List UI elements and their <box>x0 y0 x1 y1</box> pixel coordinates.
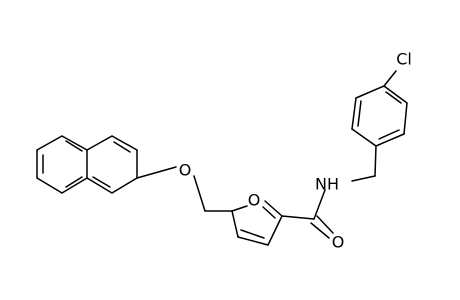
bond <box>136 166 177 179</box>
naphthalene-ring <box>36 135 138 194</box>
bond <box>351 97 357 130</box>
bond <box>113 141 131 153</box>
furan-ring <box>204 200 283 246</box>
bond <box>374 145 377 177</box>
bond <box>237 236 269 246</box>
bond <box>111 177 138 194</box>
bond <box>86 135 113 151</box>
bond <box>357 100 362 127</box>
bond <box>267 215 283 246</box>
bond <box>111 135 138 151</box>
chlorine-label: Cl <box>396 50 412 69</box>
bond <box>65 140 83 152</box>
amide-nitrogen-label: NH <box>315 175 339 194</box>
bond <box>86 177 113 194</box>
bond <box>351 128 377 147</box>
bond <box>385 91 402 104</box>
bond <box>61 135 88 151</box>
bond <box>193 175 206 212</box>
bond <box>240 229 265 239</box>
bond <box>61 177 88 194</box>
bond <box>351 175 376 182</box>
bond <box>383 85 408 104</box>
bond <box>65 176 83 188</box>
bond <box>355 85 385 99</box>
bond <box>403 102 408 135</box>
bond <box>231 210 239 238</box>
bond <box>92 176 111 188</box>
ether-oxygen-label: O <box>179 161 192 180</box>
bond <box>36 177 63 194</box>
bond <box>231 205 248 212</box>
bond <box>375 133 405 147</box>
bond <box>36 135 63 151</box>
bond <box>310 222 330 239</box>
bond <box>313 189 326 220</box>
bond <box>378 129 400 140</box>
bond <box>383 70 397 87</box>
carbonyl-oxygen-label: O <box>332 233 345 252</box>
bond <box>281 215 315 220</box>
furan-oxygen-label: O <box>248 191 261 210</box>
bond <box>316 215 334 234</box>
bond <box>264 200 283 217</box>
chlorophenyl-ring <box>351 85 408 177</box>
bond <box>262 206 276 219</box>
